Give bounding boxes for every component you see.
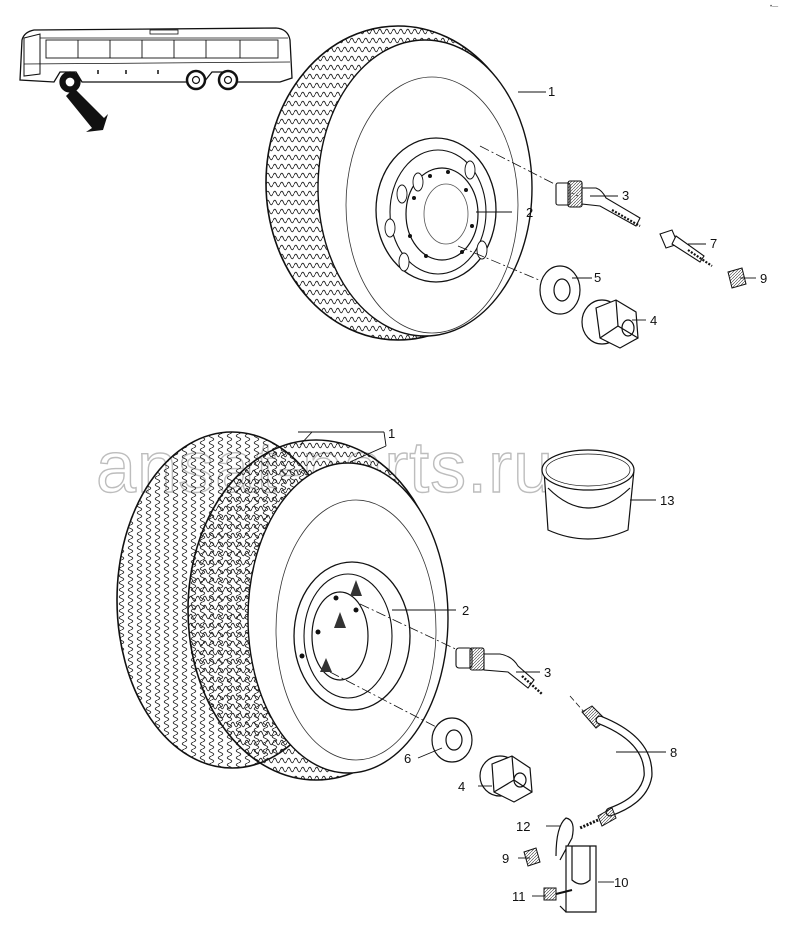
storage-bucket <box>541 449 635 540</box>
bottom-valve-extension <box>455 647 543 695</box>
callout-bottom-1: 1 <box>388 426 395 441</box>
callout-bottom-4: 4 <box>458 779 465 794</box>
hose-bracket <box>559 845 597 913</box>
callout-top-3: 3 <box>622 188 629 203</box>
callout-bottom-9: 9 <box>502 851 509 866</box>
top-wheel <box>265 25 533 341</box>
corner-mark: •— <box>770 4 778 10</box>
callout-bottom-2: 2 <box>462 603 469 618</box>
valve-extension-hose <box>579 705 653 830</box>
bus-locator-illustration <box>19 27 293 93</box>
bottom-washer <box>431 717 473 763</box>
callout-bottom-6: 6 <box>404 751 411 766</box>
bottom-twin-wheel <box>116 431 449 781</box>
top-valve-cap <box>727 267 747 289</box>
bottom-valve-cap <box>523 847 541 867</box>
bracket-bolt <box>543 887 573 901</box>
callout-top-7: 7 <box>710 236 717 251</box>
callout-top-5: 5 <box>594 270 601 285</box>
callout-top-4: 4 <box>650 313 657 328</box>
callout-bottom-3: 3 <box>544 665 551 680</box>
callout-bottom-8: 8 <box>670 745 677 760</box>
top-valve-extension <box>555 180 641 227</box>
top-washer <box>539 265 581 315</box>
callout-top-1: 1 <box>548 84 555 99</box>
callout-bottom-11: 11 <box>512 889 526 904</box>
top-wheel-nut <box>581 299 639 349</box>
callout-top-9: 9 <box>760 271 767 286</box>
retaining-clip <box>555 817 574 861</box>
callout-bottom-10: 10 <box>614 875 628 890</box>
top-connector <box>659 229 713 267</box>
bottom-wheel-nut <box>479 755 533 803</box>
callout-bottom-12: 12 <box>516 819 530 834</box>
locator-arrow-icon <box>66 88 108 132</box>
callout-bottom-13: 13 <box>660 493 674 508</box>
callout-top-2: 2 <box>526 205 533 220</box>
